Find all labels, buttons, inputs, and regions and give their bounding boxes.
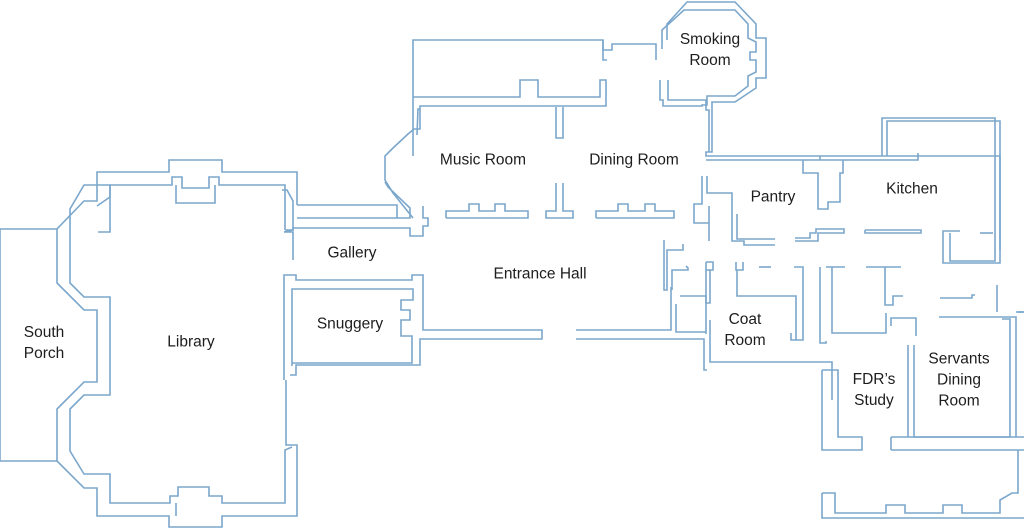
room-label-fdrs-study: FDR’s Study bbox=[852, 371, 896, 409]
upper-block-walls bbox=[384, 39, 675, 219]
library-walls bbox=[56, 159, 398, 528]
room-label-kitchen: Kitchen bbox=[886, 180, 938, 198]
fdrs-study-walls bbox=[819, 266, 1024, 451]
room-label-smoking-room: Smoking Room bbox=[679, 31, 741, 69]
snuggery-walls bbox=[283, 274, 543, 380]
pantry-walls bbox=[693, 176, 845, 246]
room-label-dining-room: Dining Room bbox=[589, 151, 679, 169]
room-label-entrance-hall: Entrance Hall bbox=[493, 265, 587, 283]
coat-room-walls bbox=[576, 240, 833, 400]
room-label-south-porch: South Porch bbox=[23, 324, 65, 362]
gallery-walls bbox=[285, 181, 429, 237]
terrace-walls bbox=[821, 450, 1024, 519]
kitchen-walls bbox=[706, 117, 1001, 264]
room-label-library: Library bbox=[167, 333, 215, 351]
room-label-snuggery: Snuggery bbox=[316, 315, 384, 333]
room-label-gallery: Gallery bbox=[327, 244, 377, 262]
room-label-music-room: Music Room bbox=[439, 151, 527, 169]
south-porch-walls bbox=[0, 228, 57, 462]
room-label-servants-dining-room: Servants Dining Room bbox=[928, 350, 990, 410]
room-label-coat-room: Coat Room bbox=[724, 311, 766, 349]
room-label-pantry: Pantry bbox=[750, 188, 796, 206]
smoking-room-walls bbox=[659, 1, 1001, 250]
servants-dining-walls bbox=[939, 285, 1024, 437]
